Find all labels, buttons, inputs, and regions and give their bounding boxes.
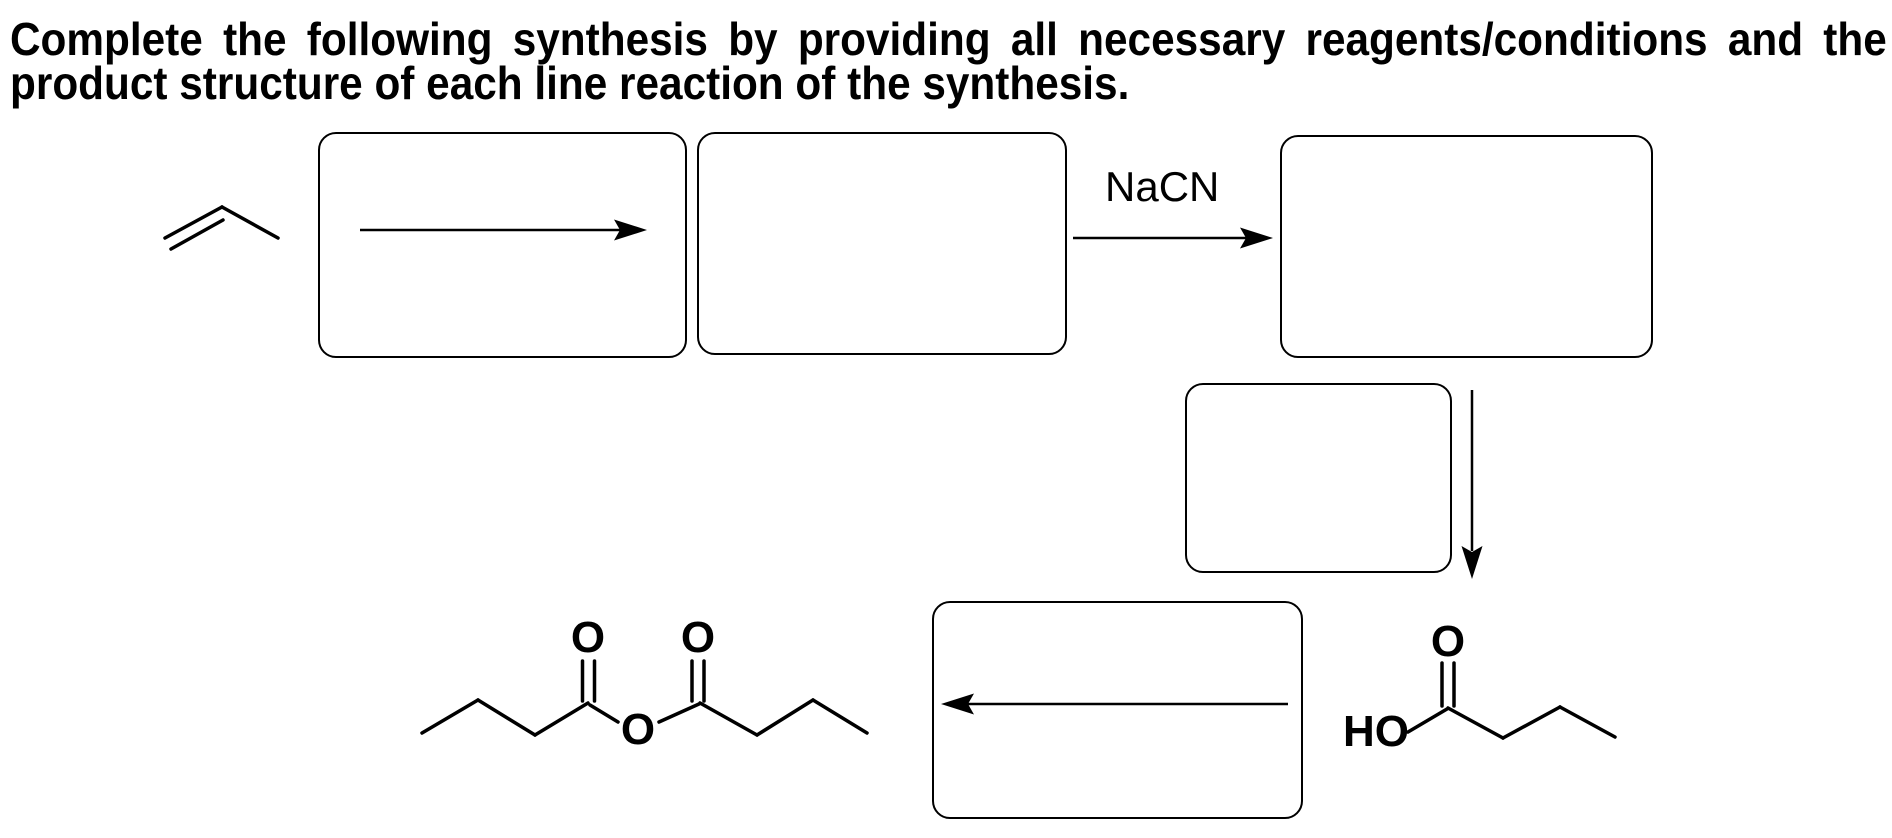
bond — [163, 205, 224, 240]
bond — [533, 701, 590, 737]
butanoic-acid-structure: O HO — [1343, 617, 1617, 756]
bond — [1406, 707, 1449, 734]
answer-box-product-1[interactable] — [697, 132, 1067, 355]
bond — [169, 218, 225, 251]
oxygen-atom-label: O — [681, 613, 715, 662]
oxygen-atom-label: O — [621, 705, 655, 754]
reagent-label-nacn: NaCN — [1105, 163, 1220, 210]
answer-box-step1-reagents[interactable] — [318, 132, 687, 358]
oxygen-atom-label: O — [1431, 617, 1465, 666]
bond — [1558, 705, 1617, 739]
bond — [698, 701, 759, 737]
arrow-head — [1461, 546, 1483, 579]
bond — [657, 702, 701, 724]
oxygen-atom-label: O — [571, 613, 605, 662]
answer-box-product-2[interactable] — [1280, 135, 1653, 358]
propene-structure — [163, 205, 280, 251]
arrow-head — [1240, 227, 1273, 249]
answer-box-step4-reagents[interactable] — [932, 601, 1303, 819]
hydroxyl-label: HO — [1343, 707, 1409, 756]
answer-box-step3-reagents[interactable] — [1185, 383, 1452, 573]
bond — [1501, 705, 1562, 740]
bond — [476, 698, 537, 737]
problem-statement: Complete the following synthesis by prov… — [10, 13, 1887, 109]
step3-arrow — [1461, 390, 1483, 579]
bond — [420, 698, 480, 735]
step2-arrow — [1073, 227, 1273, 249]
butyric-anhydride-structure: O O O — [420, 613, 869, 754]
bond — [755, 698, 815, 737]
bond — [1446, 706, 1505, 740]
bond — [220, 205, 280, 240]
bond — [588, 703, 620, 724]
bond — [811, 698, 869, 735]
